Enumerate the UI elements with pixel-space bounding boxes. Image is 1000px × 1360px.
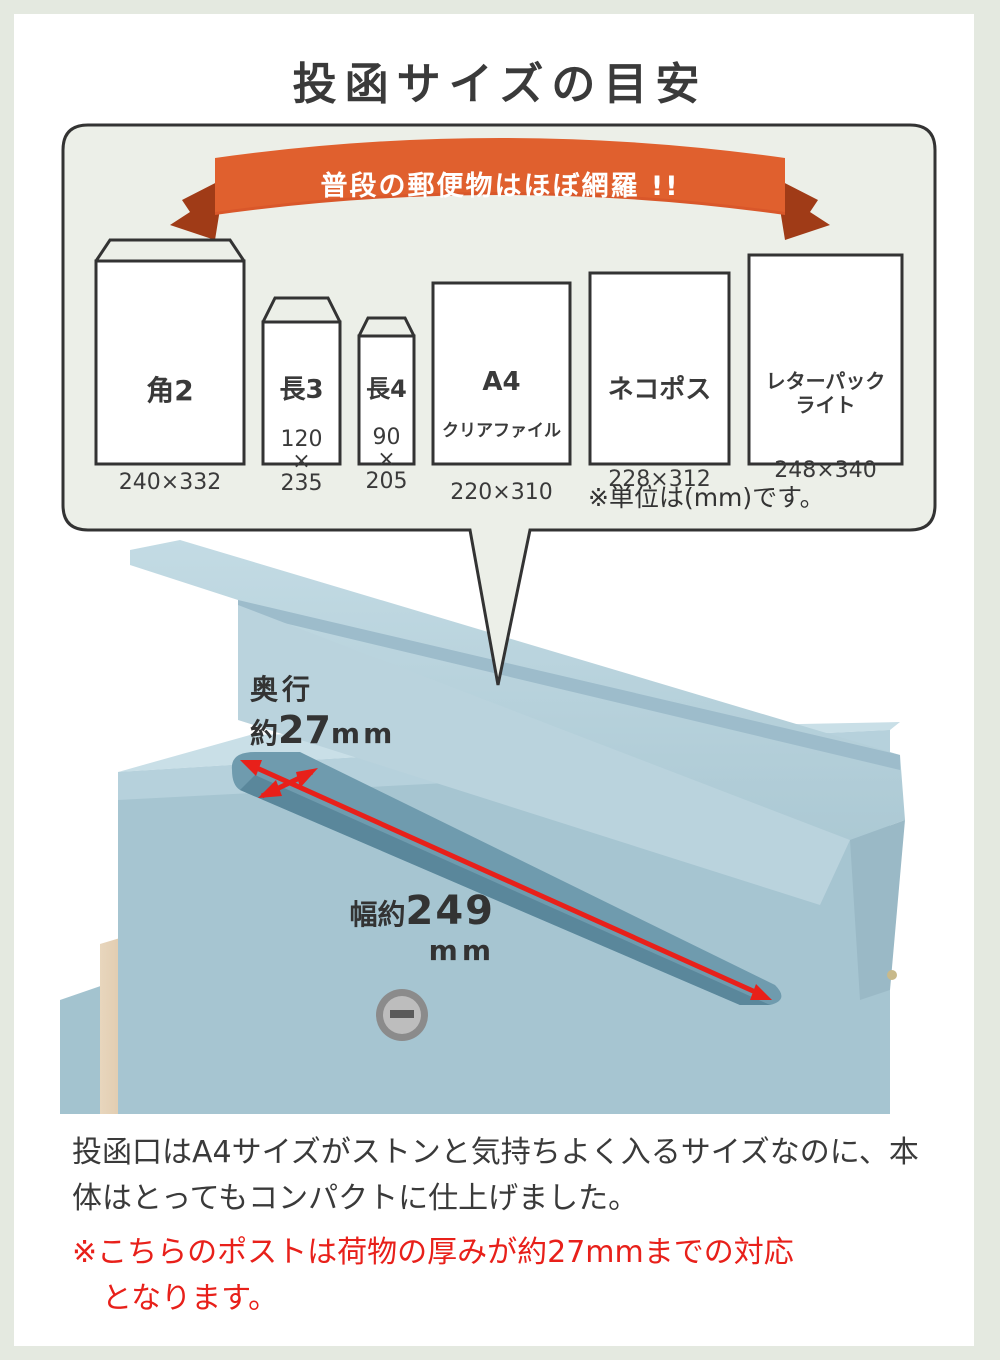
envelope-kaku2: [94, 238, 246, 466]
envelope-name: A4: [482, 367, 521, 397]
envelope-size: 248×340: [774, 458, 877, 483]
envelope-label-nekopos: ネコポス 228×312: [590, 350, 729, 511]
envelope-size: 240×332: [118, 470, 222, 495]
envelope-name: 長4: [366, 375, 407, 403]
envelope-label-naga4: 長4 90 × 205: [359, 350, 414, 512]
envelope-a4-clearfile: [431, 281, 572, 466]
envelope-name: レターパック ライト: [765, 369, 886, 417]
envelope-name: 長3: [279, 375, 324, 405]
description-text: 投函口はA4サイズがストンと気持ちよく入るサイズなのに、本体はとってもコンパクト…: [72, 1135, 919, 1216]
envelope-label-naga3: 長3 120 × 235: [263, 350, 340, 514]
depth-unit: mm: [330, 717, 396, 750]
width-unit: mm: [428, 934, 495, 967]
ribbon-banner: [170, 138, 830, 240]
width-arrow: [240, 760, 772, 1000]
envelope-size: 90 × 205: [365, 425, 408, 494]
mailbox-lid: [130, 540, 905, 840]
thickness-note: ※こちらのポストは荷物の厚みが約27mmまでの対応 となります。: [72, 1230, 932, 1322]
envelope-size: 120 × 235: [280, 427, 323, 496]
envelope-label-a4: A4 クリアファイル 220×310: [433, 348, 570, 524]
envelope-naga4: [357, 316, 416, 466]
envelope-letterpack-light: [747, 253, 904, 466]
envelope-name: 角2: [146, 374, 194, 407]
depth-prefix: 約: [250, 717, 279, 750]
envelope-name: ネコポス: [607, 375, 712, 405]
depth-value: 27: [278, 708, 331, 752]
envelope-label-kaku2: 角2 240×332: [96, 350, 244, 514]
envelope-label-letterpack: レターパック ライト 248×340: [749, 350, 902, 502]
thickness-note-line2: となります。: [102, 1281, 279, 1316]
width-prefix: 幅約: [349, 898, 406, 931]
thickness-note-line1: ※こちらのポストは荷物の厚みが約27mmまでの対応: [72, 1235, 794, 1270]
envelope-size: 228×312: [608, 467, 711, 492]
envelope-nekopos: [588, 271, 731, 466]
hinge-screw: [887, 970, 897, 980]
lock-icon: [376, 989, 428, 1041]
width-label: 幅約249 mm: [330, 888, 495, 967]
envelope-naga3: [261, 296, 342, 466]
depth-label: 奥行 約27mm: [250, 668, 395, 752]
unit-note: ※単位は(mm)です。: [588, 483, 825, 512]
envelope-subname: クリアファイル: [442, 421, 561, 441]
envelope-size: 220×310: [450, 480, 553, 505]
depth-label-line1: 奥行: [250, 673, 315, 706]
width-value: 249: [405, 888, 495, 934]
page-title: 投函サイズの目安: [292, 59, 708, 110]
ribbon-text: 普段の郵便物はほぼ網羅 !!: [320, 171, 680, 202]
